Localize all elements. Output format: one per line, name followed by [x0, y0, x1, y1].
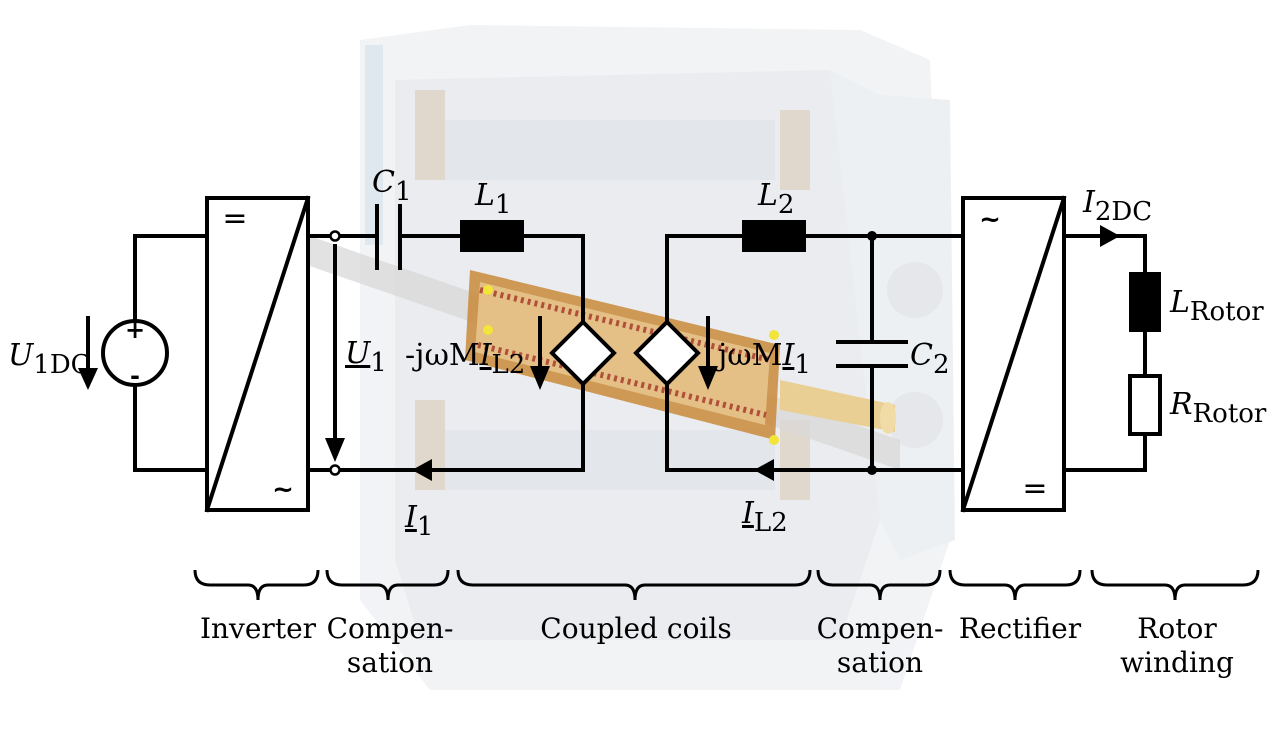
rotor-resistor [1128, 374, 1162, 436]
caption-inverter: Inverter [200, 612, 317, 645]
right-source-arrow [698, 316, 718, 390]
u1dc-arrow [78, 316, 98, 390]
inverter-block: = ~ [204, 195, 311, 513]
caption-compensation-right: Compen-sation [817, 612, 944, 679]
il2-label: IL2 [741, 496, 788, 538]
i2dc-label: I2DC [1082, 185, 1152, 227]
shaft-render [220, 205, 900, 470]
dependent-source-left [549, 319, 617, 387]
rectifier-dc-symbol: = [1022, 471, 1047, 506]
u1dc-label: U1DC [8, 338, 91, 380]
capacitor-c1 [375, 204, 402, 270]
il2-arrow [754, 459, 774, 481]
inverter-ac-symbol: ~ [272, 475, 294, 505]
brace-rotor-winding [1090, 569, 1260, 601]
caption-compensation-left: Compen-sation [327, 612, 454, 679]
brace-compensation-right [816, 569, 942, 601]
rectifier-block: ~ = [960, 195, 1067, 513]
i1-arrow [412, 459, 432, 481]
braces [193, 569, 1260, 601]
inductor-l1 [460, 220, 524, 252]
source-plus-sign: + [125, 316, 145, 344]
rotor-inductor [1129, 272, 1161, 332]
left-source-label: -jωMIL2 [405, 338, 525, 380]
i1-label: I1 [404, 500, 433, 542]
rrotor-label: RRotor [1169, 387, 1267, 429]
brace-compensation-left [325, 569, 450, 601]
brace-inverter [193, 569, 320, 601]
capacitor-c2 [836, 340, 908, 368]
inverter-dc-symbol: = [222, 201, 247, 236]
junctions [329, 230, 877, 476]
l2-label: L2 [757, 178, 794, 220]
i2dc-arrow [1100, 225, 1120, 247]
brace-coupled-coils [456, 569, 812, 601]
inductor-l2 [742, 220, 806, 252]
right-source-label: jωMI1 [715, 338, 811, 380]
dependent-source-right [633, 319, 701, 387]
u1-label: U1 [345, 336, 387, 378]
l1-label: L1 [474, 178, 511, 220]
caption-rectifier: Rectifier [959, 612, 1082, 645]
lrotor-label: LRotor [1169, 285, 1264, 327]
c2-label: C2 [910, 338, 950, 380]
u1-arrow [325, 244, 345, 462]
c1-label: C1 [372, 165, 412, 207]
left-source-arrow [530, 316, 550, 390]
caption-coupled-coils: Coupled coils [540, 612, 731, 645]
brace-rectifier [948, 569, 1082, 601]
dc-source: + - [101, 316, 169, 390]
rectifier-ac-symbol: ~ [979, 205, 1001, 235]
source-minus-sign: - [130, 362, 140, 390]
